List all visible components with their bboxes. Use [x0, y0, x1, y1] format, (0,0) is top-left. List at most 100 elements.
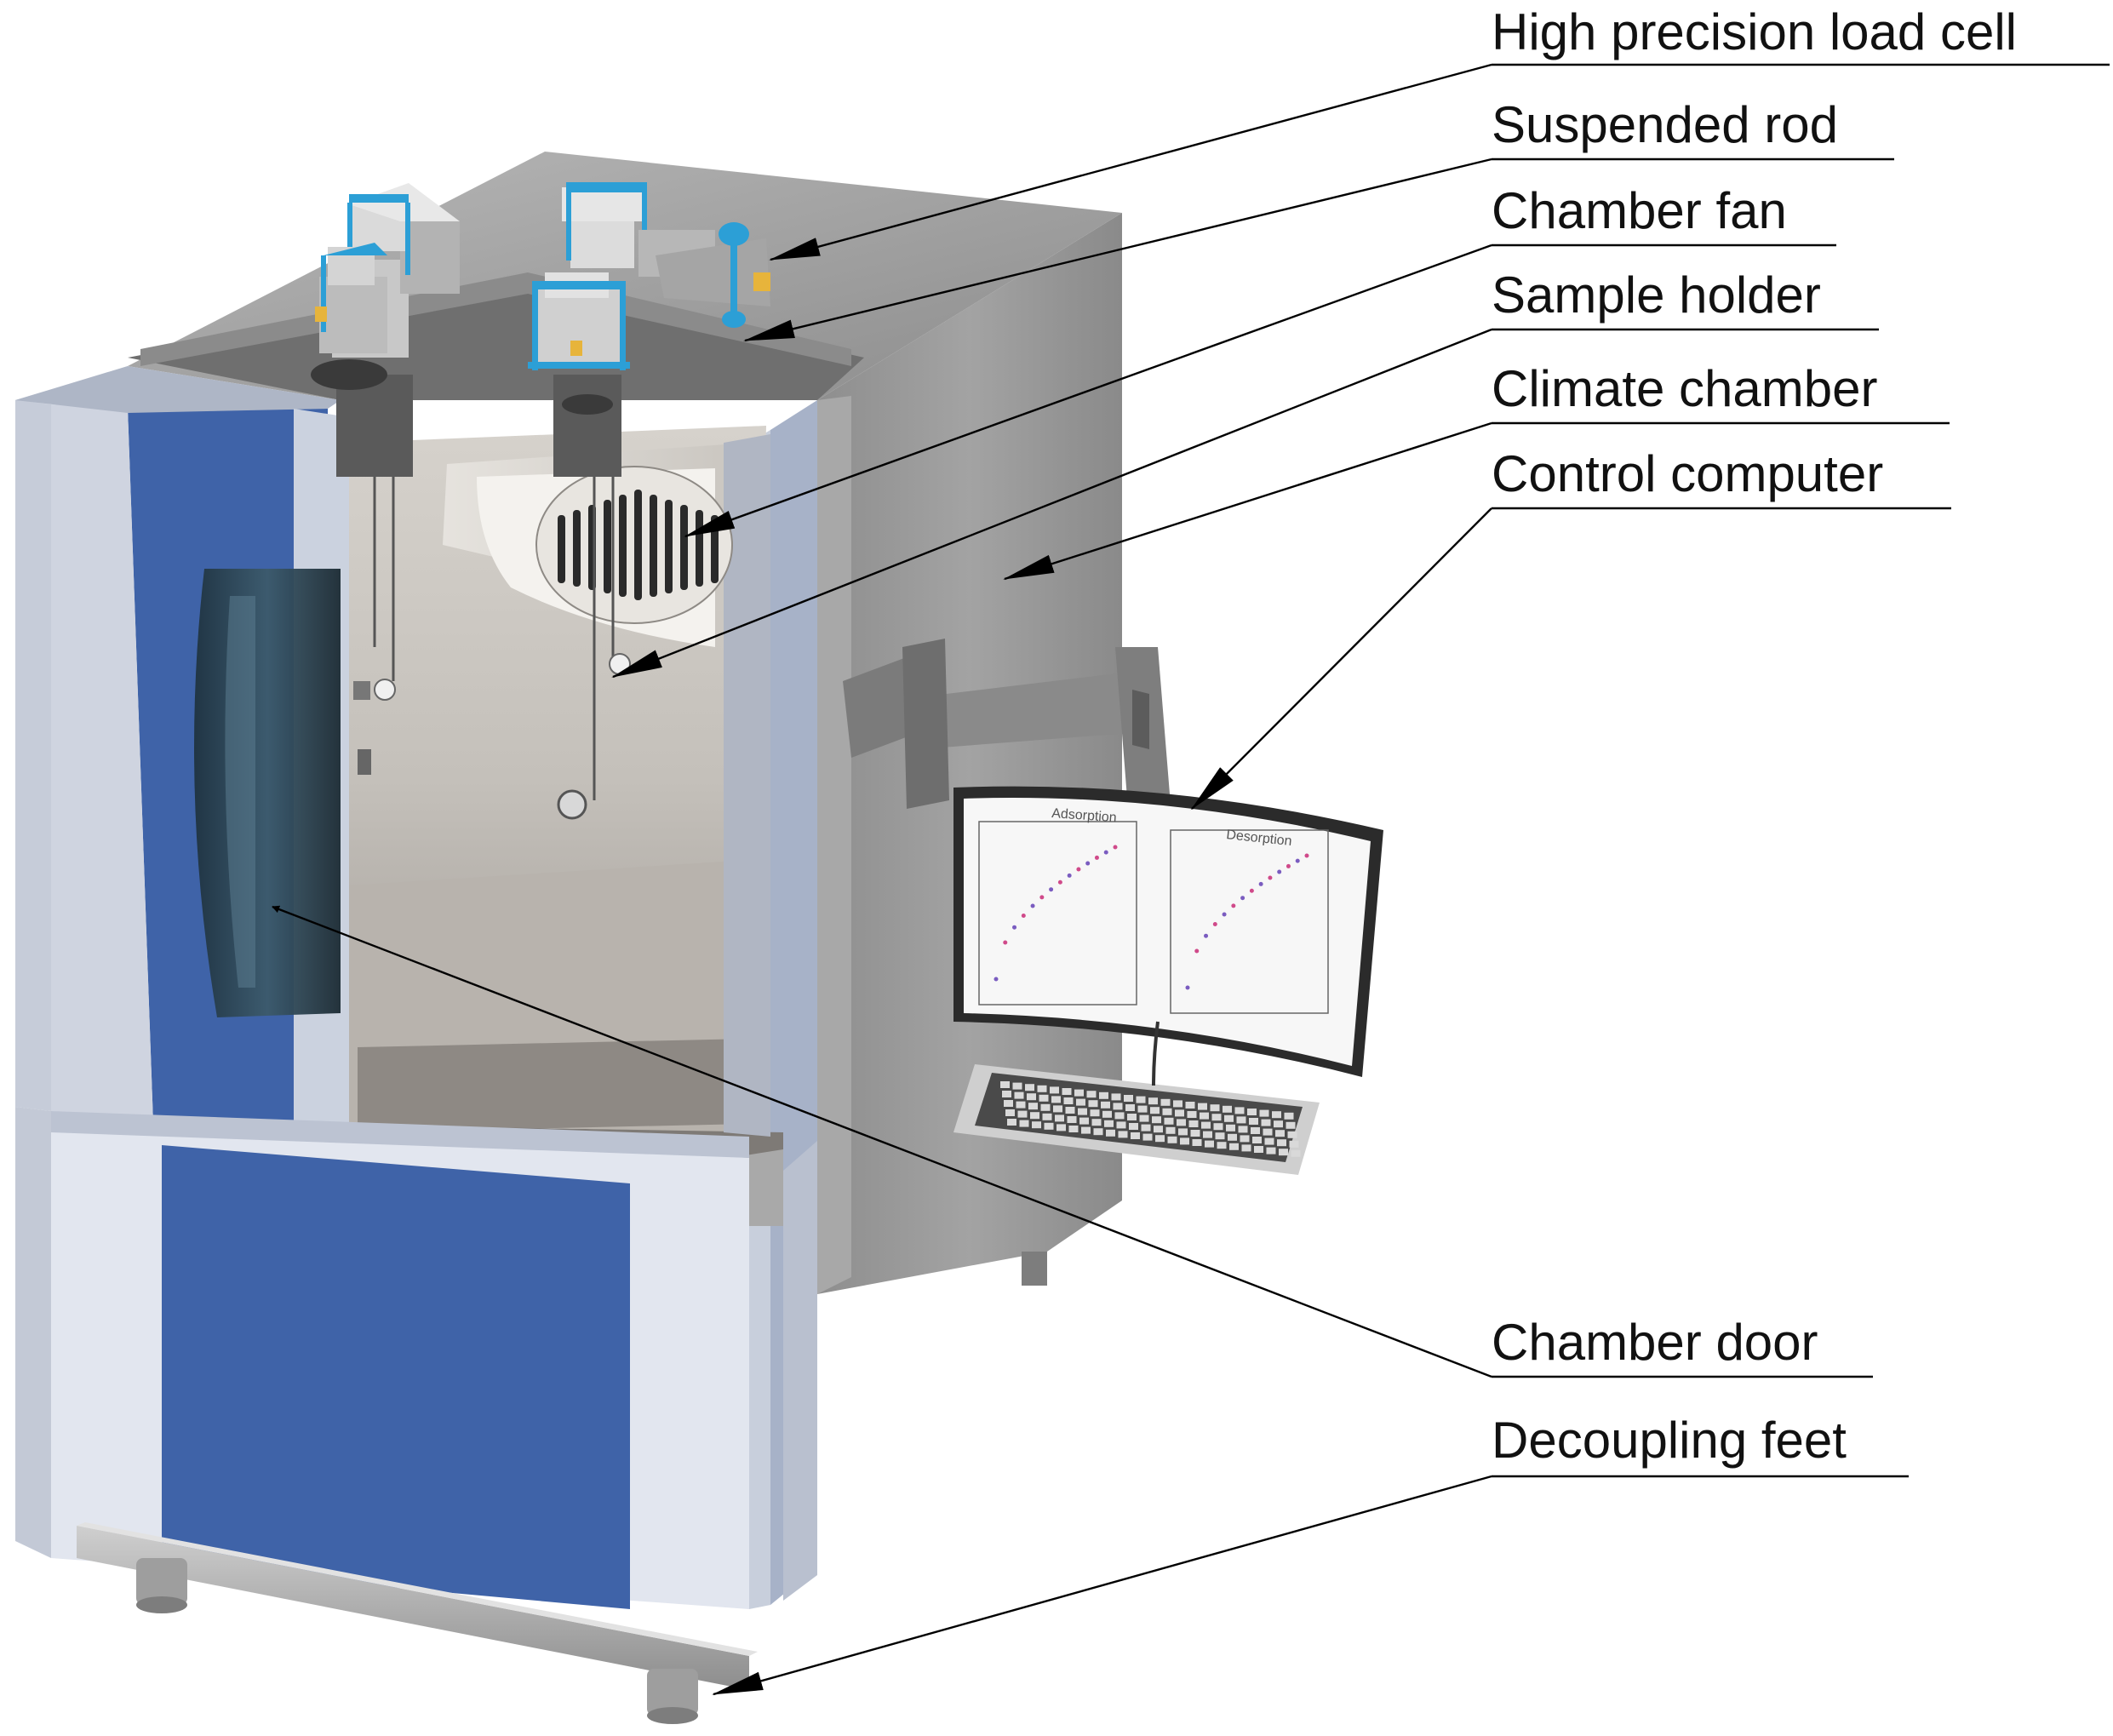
keyboard-key: [1044, 1122, 1054, 1130]
keyboard-key: [1040, 1103, 1051, 1111]
callout-chamber-fan: Chamber fan: [684, 182, 1836, 538]
keyboard-key: [1240, 1135, 1250, 1143]
fan-slot: [634, 490, 642, 600]
keyboard-key: [1004, 1100, 1013, 1107]
keyboard-key: [1088, 1100, 1098, 1108]
keyboard-key: [1131, 1132, 1140, 1139]
plot-point: [1049, 887, 1054, 892]
plot-point: [1021, 914, 1026, 919]
keyboard-key: [1005, 1109, 1015, 1116]
label-load-cell: High precision load cell: [1492, 3, 2017, 60]
keyboard-key: [1125, 1104, 1135, 1111]
keyboard-key: [1241, 1144, 1251, 1152]
fan-slot: [558, 515, 565, 583]
keyboard-key: [1118, 1131, 1128, 1138]
keyboard-key: [1067, 1116, 1077, 1123]
keyboard-key: [1234, 1107, 1245, 1114]
keyboard-key: [1124, 1095, 1133, 1102]
keyboard-key: [1251, 1127, 1260, 1134]
keyboard-key: [1127, 1114, 1137, 1120]
callout-chamber-door: Chamber door: [272, 905, 1873, 1378]
chamber-door-window: [194, 569, 341, 1017]
keyboard-key: [1079, 1117, 1089, 1125]
keyboard-key: [1164, 1117, 1174, 1125]
keyboard-key: [1042, 1113, 1052, 1120]
keyboard-key: [1238, 1126, 1248, 1133]
keyboard-key: [1266, 1147, 1276, 1154]
keyboard-key: [1167, 1136, 1177, 1143]
keyboard-key: [1139, 1114, 1149, 1122]
keyboard-key: [1014, 1091, 1024, 1099]
keyboard-key: [1215, 1132, 1225, 1140]
keyboard-key: [1275, 1130, 1285, 1137]
keyboard-key: [1000, 1081, 1010, 1088]
keyboard-key: [1093, 1128, 1103, 1136]
label-control-computer: Control computer: [1492, 445, 1883, 502]
plot-point: [1212, 922, 1217, 927]
keyboard-key: [1027, 1093, 1036, 1101]
keyboard-key: [1099, 1091, 1108, 1099]
keyboard-key: [1152, 1116, 1161, 1124]
keyboard-key: [1213, 1123, 1223, 1131]
label-climate-chamber: Climate chamber: [1492, 360, 1878, 417]
fan-slot: [680, 505, 688, 590]
keyboard-key: [1291, 1149, 1301, 1157]
keyboard-key: [1229, 1143, 1239, 1150]
plot-point: [1094, 855, 1099, 860]
plot-point: [1085, 861, 1091, 866]
keyboard-key: [1106, 1129, 1115, 1137]
plot-point: [1003, 940, 1008, 945]
plot-point: [1185, 985, 1190, 990]
keyboard-key: [1224, 1114, 1234, 1122]
monitor-arm: [843, 639, 1171, 809]
keyboard-key: [1279, 1149, 1288, 1156]
plot-point: [1076, 867, 1081, 872]
keyboard-key: [1039, 1094, 1049, 1102]
keyboard-key: [1030, 1112, 1039, 1120]
plot-point: [1286, 863, 1291, 868]
keyboard-key: [1086, 1091, 1097, 1098]
keyboard-key: [1162, 1108, 1172, 1115]
label-chamber-fan: Chamber fan: [1492, 182, 1787, 239]
callout-sample-holder: Sample holder: [611, 266, 1879, 679]
keyboard-key: [1173, 1100, 1182, 1108]
keyboard-key: [1261, 1119, 1271, 1126]
keyboard-key: [1104, 1120, 1114, 1127]
callouts: High precision load cell Suspended rod C…: [272, 3, 2110, 1696]
keyboard-key: [1185, 1102, 1195, 1109]
keyboard-key: [1180, 1137, 1189, 1145]
keyboard-key: [1150, 1107, 1160, 1114]
keyboard-key: [1192, 1139, 1202, 1146]
keyboard-key: [1200, 1112, 1209, 1120]
label-suspended-rod: Suspended rod: [1492, 96, 1838, 153]
plot-point: [1194, 948, 1200, 954]
keyboard-key: [1090, 1109, 1100, 1117]
plot-point: [1277, 869, 1282, 874]
fan-slot: [619, 495, 627, 597]
label-sample-holder: Sample holder: [1492, 266, 1821, 324]
fan-slot: [573, 510, 581, 587]
decoupling-feet: [77, 1252, 1047, 1724]
keyboard-key: [1210, 1104, 1220, 1112]
keyboard-key: [1205, 1140, 1214, 1148]
keyboard-key: [1287, 1131, 1297, 1138]
plot-frame: [978, 821, 1137, 1006]
plot-point: [1103, 850, 1108, 855]
plot-point: [994, 977, 999, 982]
keyboard-key: [1053, 1105, 1062, 1113]
label-decoupling-feet: Decoupling feet: [1492, 1412, 1847, 1469]
plot-point: [1057, 879, 1062, 885]
keyboard-keys: [1000, 1081, 1301, 1157]
keyboard-key: [1264, 1137, 1274, 1145]
keyboard-key: [1037, 1085, 1047, 1092]
keyboard-key: [1160, 1098, 1171, 1106]
callout-climate-chamber: Climate chamber: [1003, 360, 1950, 581]
keyboard-key: [1249, 1118, 1258, 1125]
keyboard-key: [1284, 1112, 1294, 1120]
plot-point: [1204, 933, 1209, 938]
keyboard-key: [1217, 1142, 1227, 1149]
keyboard-key: [1148, 1097, 1158, 1105]
plot-point: [1113, 845, 1118, 850]
keyboard-key: [1274, 1120, 1283, 1128]
plot-point: [1012, 925, 1017, 930]
